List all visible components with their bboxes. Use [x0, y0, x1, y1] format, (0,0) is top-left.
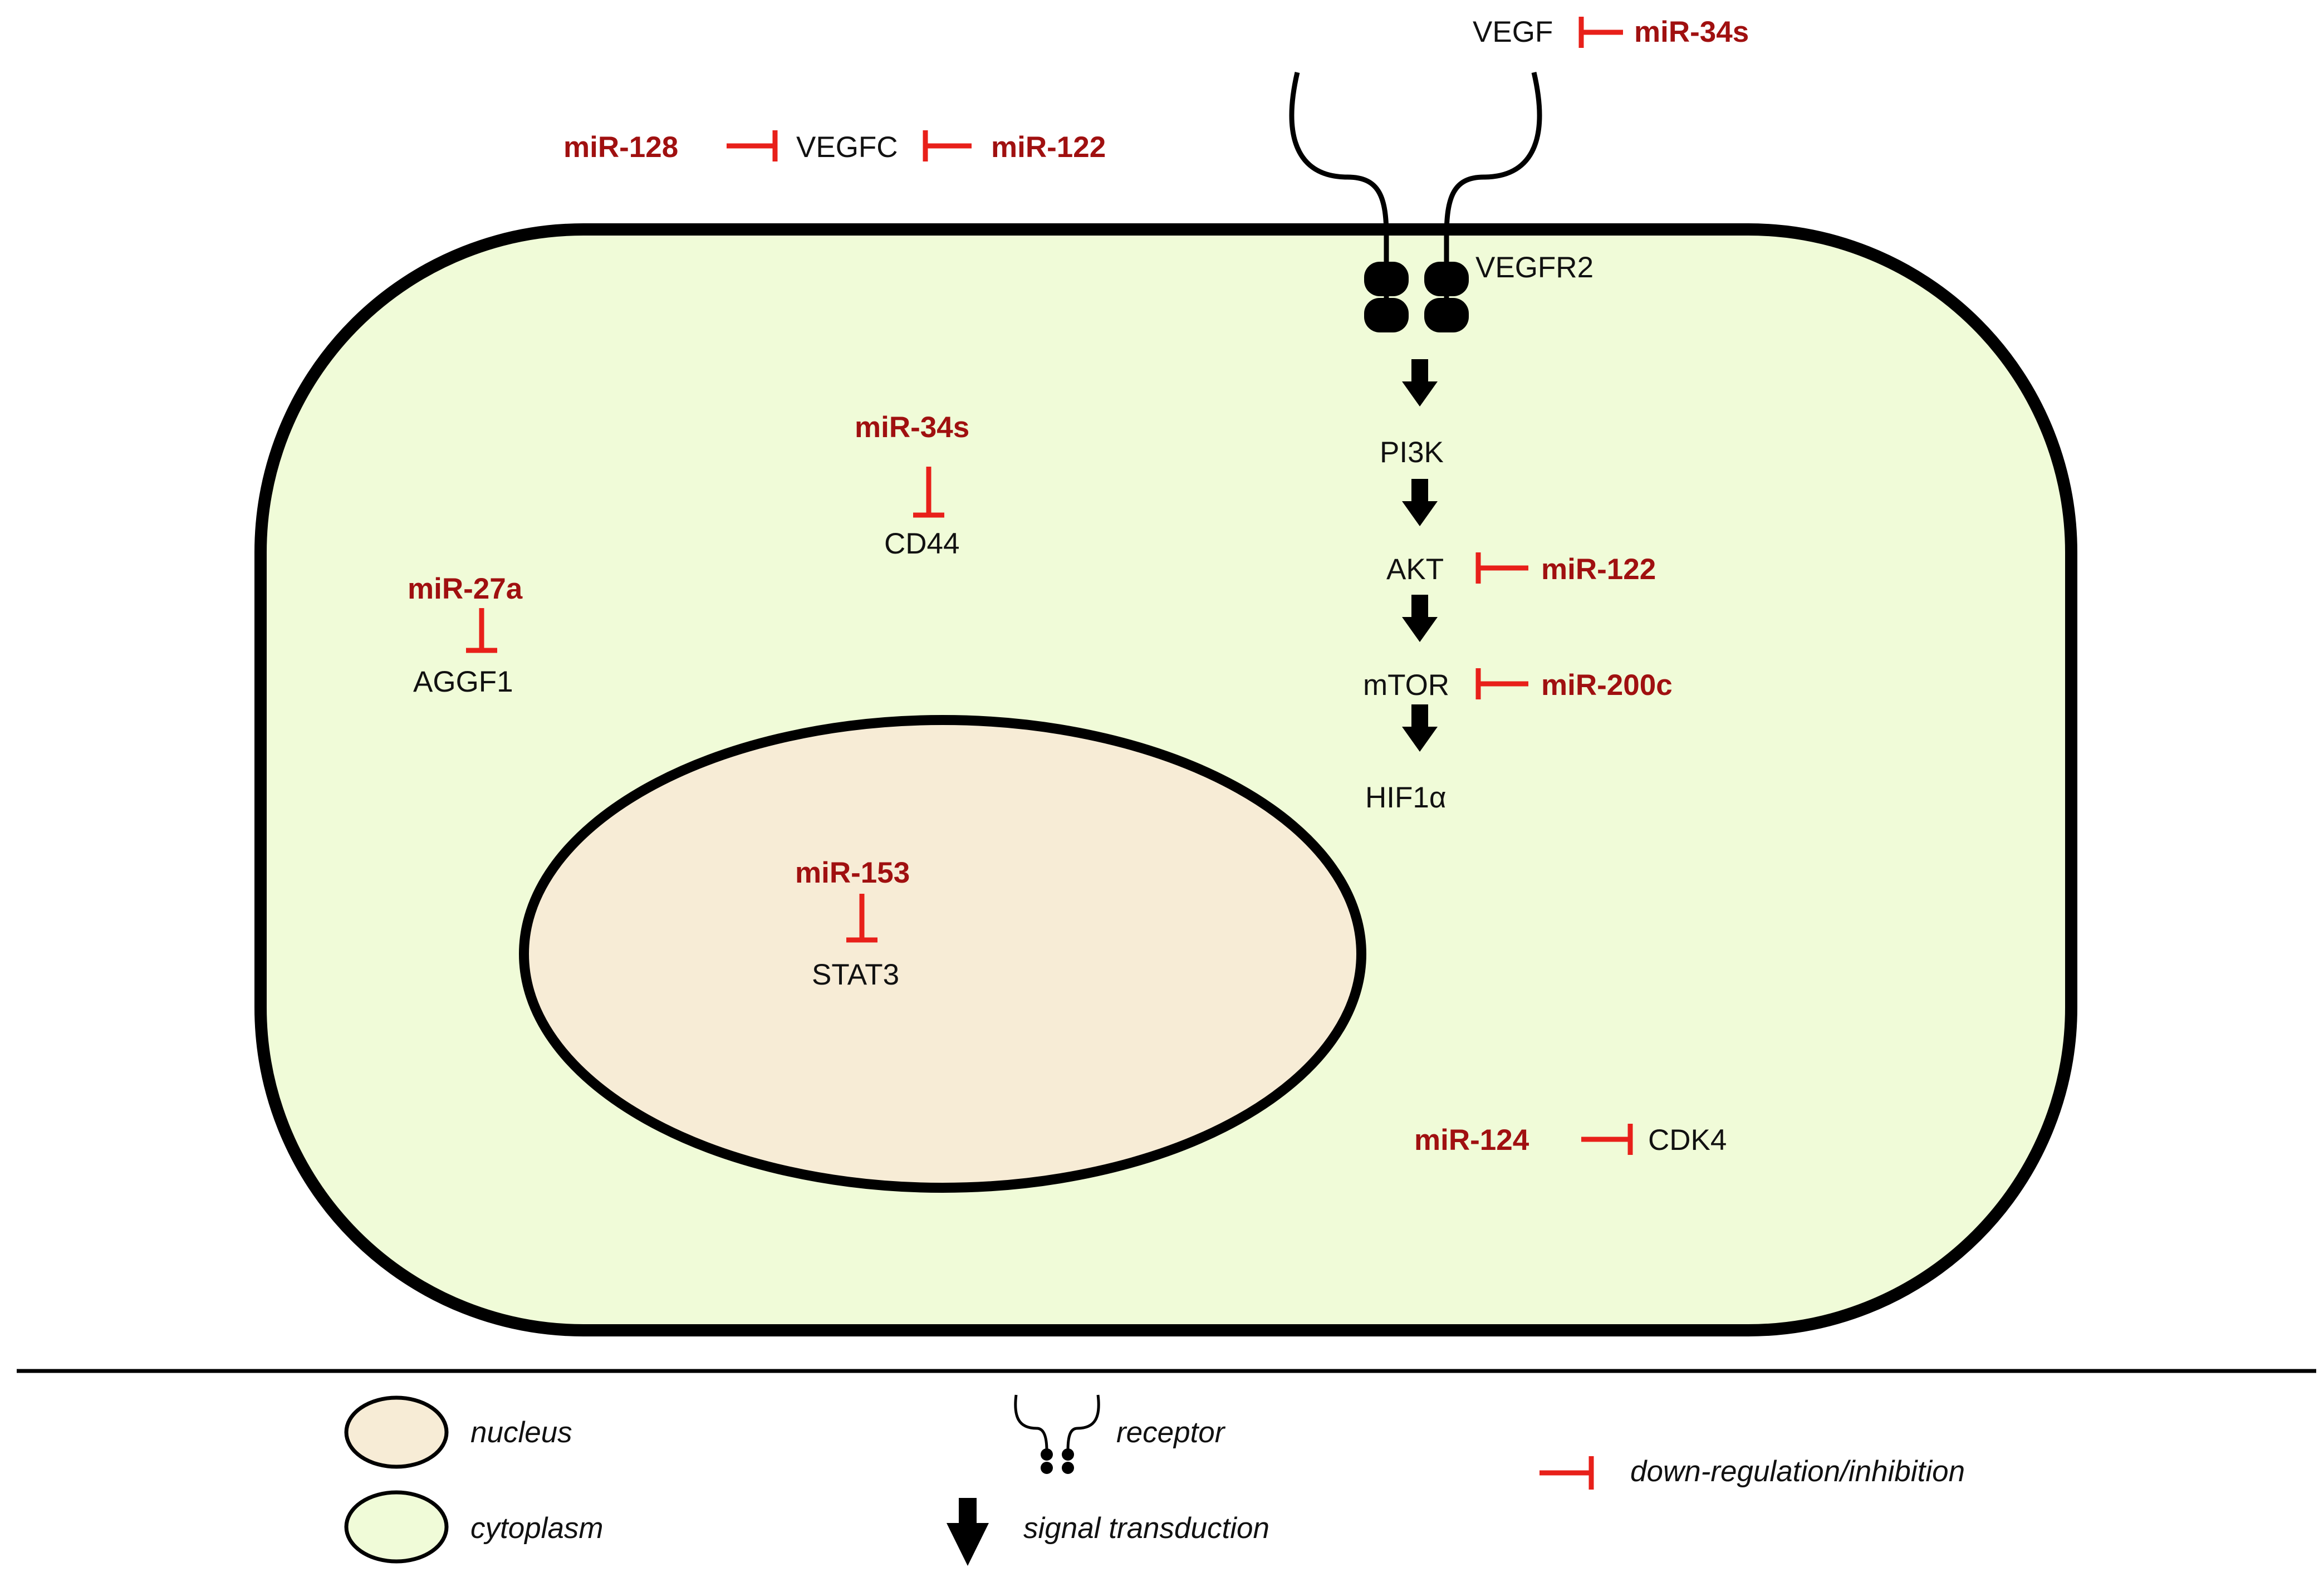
akt-inhibition-icon [1475, 552, 1528, 584]
vegfc-right-mirna: miR-122 [991, 131, 1106, 164]
stat3-label: STAT3 [812, 958, 899, 991]
legend-inhibition-icon [1539, 1456, 1594, 1490]
nucleus-shape [519, 715, 1366, 1193]
mtor-label: mTOR [1363, 669, 1449, 702]
pi3k-label: PI3K [1380, 436, 1444, 469]
vegfr2-receptor [1289, 71, 1542, 332]
legend-signal-label: signal transduction [1023, 1512, 1269, 1545]
vegf-label: VEGF [1473, 16, 1553, 48]
stat3-inhibition-icon [846, 894, 877, 943]
legend-nucleus-icon [344, 1395, 449, 1469]
legend-receptor-label: receptor [1116, 1416, 1226, 1449]
cd44-inhibition-icon [913, 467, 944, 518]
cd44-label: CD44 [884, 527, 960, 560]
aggf1-inhibition-icon [466, 608, 497, 653]
cdk4-mirna: miR-124 [1414, 1124, 1529, 1157]
legend-cytoplasm-label: cytoplasm [470, 1512, 604, 1545]
akt-mirna: miR-122 [1541, 553, 1656, 586]
stat3-mirna: miR-153 [795, 856, 910, 889]
legend-receptor-icon [1014, 1394, 1100, 1474]
mtor-mirna: miR-200c [1541, 669, 1673, 702]
vegf-inhibition-icon [1578, 17, 1623, 48]
vegfc-label: VEGFC [796, 131, 898, 164]
vegfc-left-inhibition-icon [727, 130, 778, 161]
legend-cytoplasm-icon [344, 1490, 449, 1564]
cdk4-inhibition-icon [1581, 1124, 1633, 1155]
legend-signal-icon [947, 1498, 989, 1566]
aggf1-mirna: miR-27a [408, 572, 523, 605]
mtor-inhibition-icon [1475, 668, 1528, 699]
vegf-mirna: miR-34s [1634, 16, 1749, 48]
cd44-mirna: miR-34s [855, 411, 969, 444]
vegfc-left-mirna: miR-128 [563, 131, 678, 164]
aggf1-label: AGGF1 [413, 665, 513, 698]
vegfc-right-inhibition-icon [923, 130, 972, 161]
akt-label: AKT [1386, 553, 1444, 586]
cdk4-label: CDK4 [1648, 1124, 1727, 1157]
legend-nucleus-label: nucleus [470, 1416, 572, 1449]
vegfr2-label: VEGFR2 [1475, 251, 1594, 284]
hif1a-label: HIF1α [1365, 781, 1447, 814]
legend-inhibition-label: down-regulation/inhibition [1630, 1455, 1965, 1488]
